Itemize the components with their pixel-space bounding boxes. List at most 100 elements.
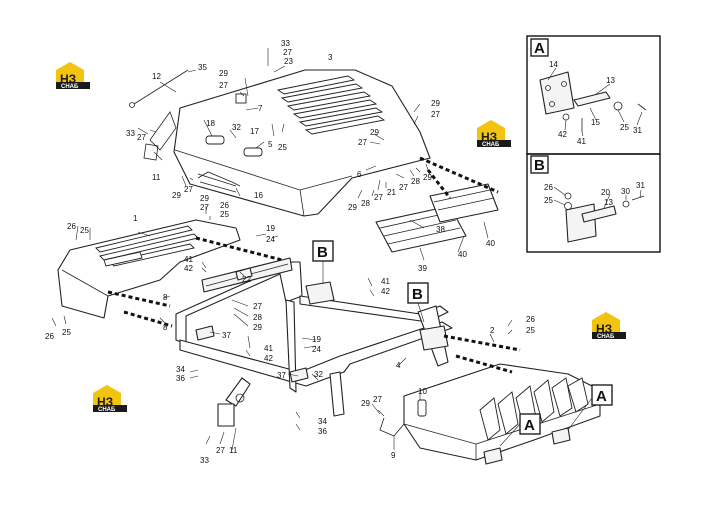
- svg-text:25: 25: [220, 210, 229, 219]
- svg-text:41: 41: [184, 255, 193, 264]
- svg-text:17: 17: [250, 127, 259, 136]
- svg-text:20: 20: [601, 188, 610, 197]
- svg-text:26: 26: [45, 332, 54, 341]
- svg-text:1: 1: [133, 214, 138, 223]
- svg-text:29: 29: [253, 323, 262, 332]
- svg-text:29: 29: [370, 128, 379, 137]
- hood-top-cover: [173, 69, 431, 217]
- svg-text:16: 16: [254, 191, 263, 200]
- svg-text:39: 39: [418, 264, 427, 273]
- handle-9: [379, 417, 405, 437]
- svg-text:25: 25: [526, 326, 535, 335]
- svg-text:27: 27: [358, 138, 367, 147]
- latch-lower: [217, 377, 251, 427]
- svg-text:4: 4: [396, 361, 401, 370]
- brand-logo: НЗ СНАБ: [592, 312, 626, 340]
- svg-text:29: 29: [172, 191, 181, 200]
- svg-text:25: 25: [620, 123, 629, 132]
- svg-text:26: 26: [67, 222, 76, 231]
- svg-text:B: B: [317, 244, 328, 261]
- svg-text:13: 13: [604, 198, 613, 207]
- svg-text:9: 9: [391, 451, 396, 460]
- svg-text:26: 26: [544, 183, 553, 192]
- svg-text:A: A: [524, 417, 535, 434]
- svg-text:18: 18: [206, 119, 215, 128]
- svg-text:36: 36: [176, 374, 185, 383]
- svg-text:29: 29: [348, 203, 357, 212]
- brand-logo: НЗ СНАБ: [477, 120, 511, 148]
- svg-text:11: 11: [152, 173, 161, 182]
- svg-text:12: 12: [152, 72, 161, 81]
- part-number-labels: 33 27 23 3 12 35 29 27 7 29 27 18 32 17 …: [45, 39, 535, 465]
- callout-b-frame-right: B: [407, 282, 429, 323]
- inset-b: B 26 25 20 30 31 13: [526, 153, 661, 253]
- svg-text:26: 26: [526, 315, 535, 324]
- svg-text:42: 42: [184, 264, 193, 273]
- svg-text:27: 27: [216, 446, 225, 455]
- svg-text:41: 41: [577, 137, 586, 146]
- svg-text:6: 6: [357, 170, 362, 179]
- svg-text:24: 24: [266, 235, 275, 244]
- svg-text:36: 36: [318, 427, 327, 436]
- svg-text:27: 27: [219, 81, 228, 90]
- frame-assembly: [175, 257, 453, 417]
- svg-text:31: 31: [633, 126, 642, 135]
- side-panel-40: [429, 183, 499, 223]
- svg-text:29: 29: [219, 69, 228, 78]
- svg-text:34: 34: [176, 365, 185, 374]
- svg-text:A: A: [596, 388, 607, 405]
- svg-text:40: 40: [486, 239, 495, 248]
- svg-text:41: 41: [264, 344, 273, 353]
- svg-text:7: 7: [258, 104, 263, 113]
- svg-text:СНАБ: СНАБ: [597, 334, 615, 340]
- svg-text:28: 28: [411, 177, 420, 186]
- svg-text:25: 25: [62, 328, 71, 337]
- svg-text:42: 42: [264, 354, 273, 363]
- svg-text:25: 25: [80, 226, 89, 235]
- svg-text:22: 22: [242, 275, 251, 284]
- svg-text:33: 33: [281, 39, 290, 48]
- svg-text:19: 19: [266, 224, 275, 233]
- svg-text:5: 5: [268, 140, 273, 149]
- leader-lines: [51, 48, 513, 451]
- svg-text:41: 41: [381, 277, 390, 286]
- svg-text:37: 37: [277, 371, 286, 380]
- svg-text:38: 38: [436, 225, 445, 234]
- svg-text:26: 26: [220, 201, 229, 210]
- brand-logo: НЗ СНАБ: [93, 385, 127, 413]
- svg-text:24: 24: [312, 345, 321, 354]
- svg-text:15: 15: [591, 118, 600, 127]
- svg-text:СНАБ: СНАБ: [61, 84, 79, 90]
- svg-text:34: 34: [318, 417, 327, 426]
- svg-text:21: 21: [387, 188, 396, 197]
- svg-text:11: 11: [229, 446, 238, 455]
- svg-text:8: 8: [163, 293, 168, 302]
- callout-a-cover-right: A: [567, 384, 613, 431]
- svg-text:30: 30: [621, 187, 630, 196]
- inset-a: A 14 13 42 41 15 25 31: [526, 35, 661, 155]
- svg-text:37: 37: [222, 331, 231, 340]
- callout-a-cover: A: [499, 413, 541, 447]
- svg-text:СНАБ: СНАБ: [98, 407, 116, 413]
- svg-text:A: A: [534, 40, 545, 57]
- svg-text:42: 42: [558, 130, 567, 139]
- svg-text:42: 42: [381, 287, 390, 296]
- svg-text:10: 10: [418, 387, 427, 396]
- svg-text:27: 27: [283, 48, 292, 57]
- svg-text:B: B: [412, 286, 423, 303]
- svg-text:2: 2: [490, 326, 495, 335]
- side-cover-right: [403, 363, 601, 465]
- svg-text:27: 27: [200, 203, 209, 212]
- svg-text:33: 33: [126, 129, 135, 138]
- svg-text:СНАБ: СНАБ: [482, 142, 500, 148]
- svg-text:27: 27: [184, 185, 193, 194]
- svg-text:28: 28: [361, 199, 370, 208]
- svg-text:25: 25: [544, 196, 553, 205]
- svg-text:35: 35: [198, 63, 207, 72]
- svg-text:27: 27: [399, 183, 408, 192]
- svg-text:23: 23: [284, 57, 293, 66]
- brand-logo: НЗ СНАБ: [56, 62, 90, 90]
- svg-text:27: 27: [373, 395, 382, 404]
- hood-support-rod: [129, 69, 189, 161]
- svg-text:32: 32: [314, 370, 323, 379]
